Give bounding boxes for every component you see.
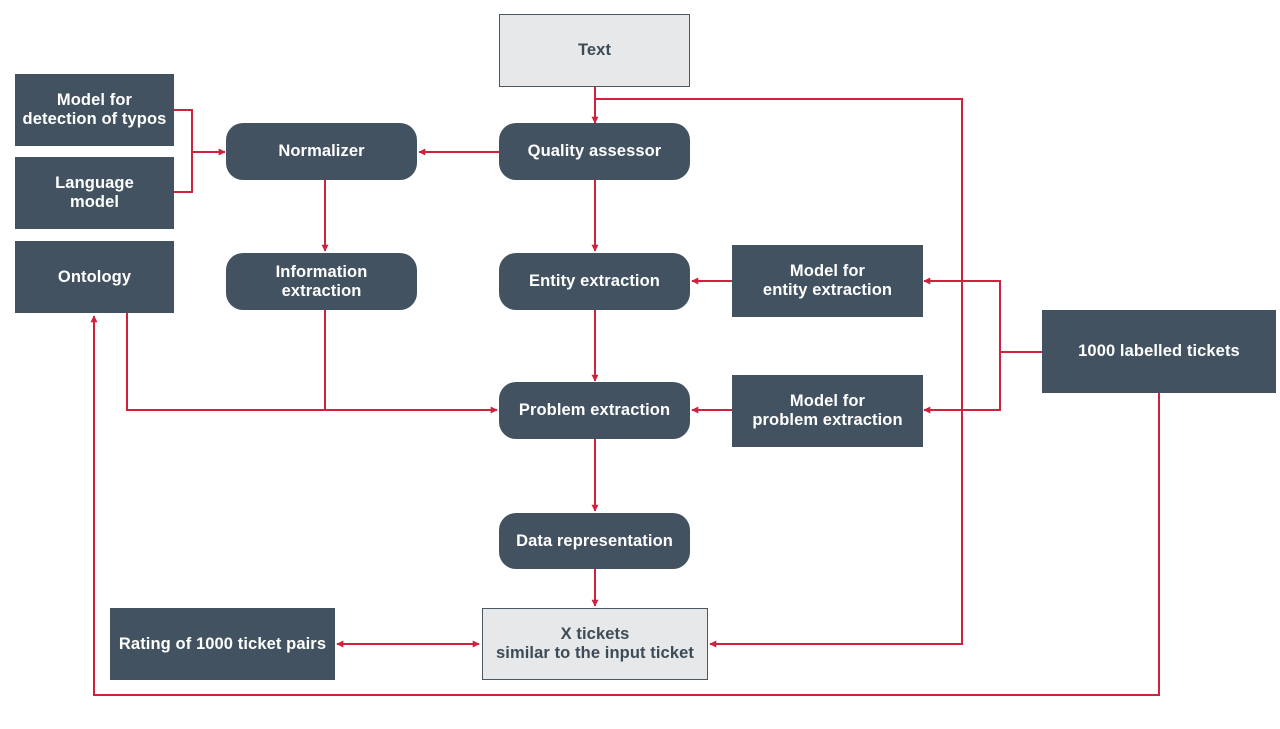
node-labelled-tickets: 1000 labelled tickets	[1042, 310, 1276, 393]
arrow-text-to-similar-tickets	[595, 98, 963, 648]
node-rating: Rating of 1000 ticket pairs	[110, 608, 335, 680]
node-rating-label: Rating of 1000 ticket pairs	[118, 634, 327, 653]
node-entity-model: Model for entity extraction	[732, 245, 923, 317]
node-problem-extraction-label: Problem extraction	[518, 401, 671, 419]
node-typo-model-label: Model for detection of typos	[22, 91, 167, 128]
node-ontology-label: Ontology	[57, 267, 132, 286]
node-similar-tickets: X tickets similar to the input ticket	[482, 608, 708, 680]
arrow-labelled-to-problem-model	[923, 352, 1001, 414]
node-ontology: Ontology	[15, 241, 174, 313]
node-entity-extraction-label: Entity extraction	[529, 272, 660, 290]
node-information-extraction: Information extraction	[226, 253, 417, 310]
connector-language-model	[174, 152, 193, 193]
node-quality-assessor: Quality assessor	[499, 123, 690, 180]
connector-ontology-down	[126, 313, 325, 411]
node-language-model-label: Language model	[55, 174, 134, 211]
node-normalizer-label: Normalizer	[278, 142, 365, 160]
node-data-representation-label: Data representation	[516, 531, 673, 550]
node-typo-model: Model for detection of typos	[15, 74, 174, 146]
node-similar-tickets-label: X tickets similar to the input ticket	[496, 625, 694, 662]
node-normalizer: Normalizer	[226, 123, 417, 180]
node-entity-model-label: Model for entity extraction	[762, 262, 893, 299]
node-labelled-tickets-label: 1000 labelled tickets	[1078, 342, 1240, 360]
connector-typo-model	[174, 109, 193, 152]
node-problem-model: Model for problem extraction	[732, 375, 923, 447]
node-language-model: Language model	[15, 157, 174, 229]
node-text: Text	[499, 14, 690, 87]
arrow-labelled-to-entity-model	[923, 277, 1001, 352]
node-quality-assessor-label: Quality assessor	[527, 142, 662, 160]
node-text-label: Text	[577, 41, 612, 59]
arrow-labelled-to-ontology	[90, 315, 1160, 696]
node-data-representation: Data representation	[499, 513, 690, 569]
node-problem-model-label: Model for problem extraction	[752, 392, 903, 429]
node-entity-extraction: Entity extraction	[499, 253, 690, 310]
node-problem-extraction: Problem extraction	[499, 382, 690, 439]
node-information-extraction-label: Information extraction	[275, 262, 368, 300]
